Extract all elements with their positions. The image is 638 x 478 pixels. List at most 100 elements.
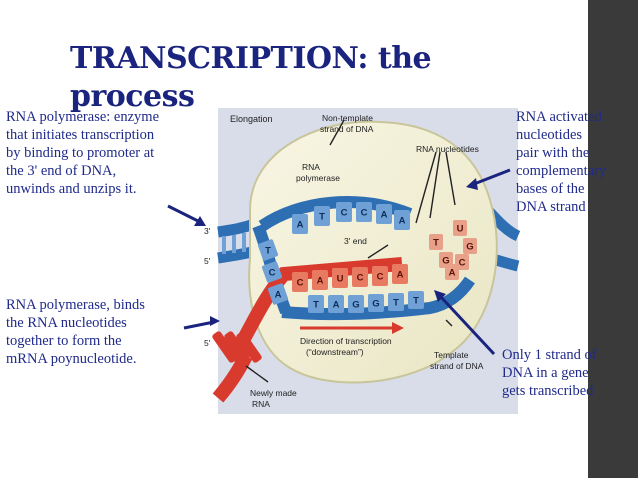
annotation-arrows	[167, 168, 511, 356]
dna-rungs-left	[222, 233, 246, 254]
dna-base-rect	[257, 239, 279, 261]
free-base-letter: G	[442, 256, 449, 267]
dna-base-letter: G	[372, 299, 379, 310]
rna-base-letter: U	[337, 274, 344, 285]
rna-base-letter: A	[397, 270, 404, 281]
annotation-line: complementary	[516, 163, 607, 179]
label-3-end-top: 3'	[204, 226, 211, 236]
annotation-line: DNA in a gene	[502, 365, 589, 381]
label-rna-polymerase-2: polymerase	[296, 173, 340, 183]
rna-base-letter: C	[377, 272, 384, 283]
dna-base-letter: C	[269, 268, 276, 279]
non-template-strand	[258, 196, 413, 232]
label-rna-polymerase-1: RNA	[302, 162, 320, 172]
free-base-letter: U	[457, 224, 464, 235]
annotation-rna-polymerase-enzyme: RNA polymerase: enzyme that initiates tr…	[6, 108, 159, 198]
free-base-rect	[453, 220, 467, 236]
annotation-line: gets transcribed	[502, 383, 594, 399]
label-non-template-1: Non-template	[322, 113, 373, 123]
annotation-line: bases of the	[516, 181, 585, 197]
annotation-line: the 3' end of DNA,	[6, 163, 117, 179]
dna-base-letter: G	[352, 300, 359, 311]
label-leaders	[245, 119, 456, 383]
direction-arrow-head	[392, 322, 404, 334]
dna-base-letter: T	[393, 298, 399, 309]
rna-base-rect	[312, 270, 328, 290]
slide-sidebar	[588, 0, 638, 478]
label-direction-1: Direction of transcription	[300, 336, 392, 346]
free-base-rect	[463, 238, 477, 254]
free-base-rect	[429, 234, 443, 250]
label-template-1: Template	[434, 350, 469, 360]
annotation-one-strand: Only 1 strand of DNA in a gene gets tran…	[502, 346, 597, 400]
label-newly-made-2: RNA	[252, 399, 270, 409]
dna-base-letter: C	[361, 208, 368, 219]
annotation-line: by binding to promoter at	[6, 145, 155, 161]
dna-base-letter: T	[413, 296, 419, 307]
dna-base-rect	[328, 295, 344, 313]
annotation-line: the RNA nucleotides	[6, 315, 127, 331]
dna-base-letter: C	[341, 208, 348, 219]
dna-base-rect	[408, 291, 424, 309]
label-template-2: strand of DNA	[430, 361, 484, 371]
free-base-letter: T	[433, 238, 439, 249]
annotation-rna-polymerase-binds: RNA polymerase, binds the RNA nucleotide…	[6, 296, 145, 368]
annotation-line: RNA polymerase, binds	[6, 297, 145, 313]
rna-base-rect	[372, 266, 388, 286]
dna-base-rect	[394, 210, 410, 230]
title-line-2: process	[70, 79, 195, 114]
rna-base-rect	[352, 267, 368, 287]
annotation-line: RNA polymerase: enzyme	[6, 109, 160, 125]
dna-base-letter: A	[333, 300, 340, 311]
rna-base-rect	[392, 264, 408, 284]
dna-base-rect	[356, 202, 372, 222]
free-base-letter: A	[449, 268, 456, 279]
dna-base-rect	[308, 295, 324, 313]
annotation-line: unwinds and unzips it.	[6, 181, 137, 197]
title-line-1: TRANSCRIPTION: the	[70, 41, 432, 76]
label-direction-2: (“downstream”)	[306, 347, 364, 357]
annotation-line: pair with the	[516, 145, 590, 161]
slide-title: TRANSCRIPTION: the process	[70, 40, 490, 116]
annotation-line: that initiates transcription	[6, 127, 155, 143]
annotation-line: nucleotides	[516, 127, 583, 143]
dna-base-letter: A	[399, 216, 406, 227]
dna-base-rect	[376, 204, 392, 224]
free-base-letter: G	[466, 242, 473, 253]
dna-base-rect	[314, 206, 330, 226]
annotation-arrowheads	[194, 178, 478, 326]
free-base-letter: C	[459, 258, 466, 269]
annotation-line: Only 1 strand of	[502, 347, 597, 363]
annotation-line: together to form the	[6, 333, 122, 349]
label-rna-nucleotides: RNA nucleotides	[416, 144, 479, 154]
rna-base-letter: A	[317, 276, 324, 287]
dna-base-letter: T	[313, 300, 319, 311]
label-5-end-bottom: 5'	[204, 338, 211, 348]
label-newly-made-1: Newly made	[250, 388, 297, 398]
dna-base-rect	[292, 214, 308, 234]
label-5-end-mid: 5'	[204, 256, 211, 266]
annotation-rna-activated-nucleotides: RNA activated nucleotides pair with the …	[516, 108, 606, 216]
helix-bases: TCA	[257, 239, 289, 305]
dna-base-rect	[261, 261, 283, 283]
free-base-rect	[455, 254, 469, 270]
dna-base-letter: A	[275, 290, 282, 301]
label-three-prime-end: 3' end	[344, 236, 367, 246]
dna-base-rect	[267, 283, 289, 305]
annotation-line: DNA strand	[516, 199, 586, 215]
template-strand	[281, 276, 475, 321]
dna-base-letter: A	[381, 210, 388, 221]
dna-base-rect	[348, 295, 364, 313]
annotation-line: mRNA poynucleotide.	[6, 351, 137, 367]
label-elongation: Elongation	[230, 114, 273, 124]
label-non-template-2: strand of DNA	[320, 124, 374, 134]
rna-base-rect	[332, 268, 348, 288]
rna-base-letter: C	[357, 273, 364, 284]
dna-base-rect	[336, 202, 352, 222]
rna-base-rect	[292, 272, 308, 292]
